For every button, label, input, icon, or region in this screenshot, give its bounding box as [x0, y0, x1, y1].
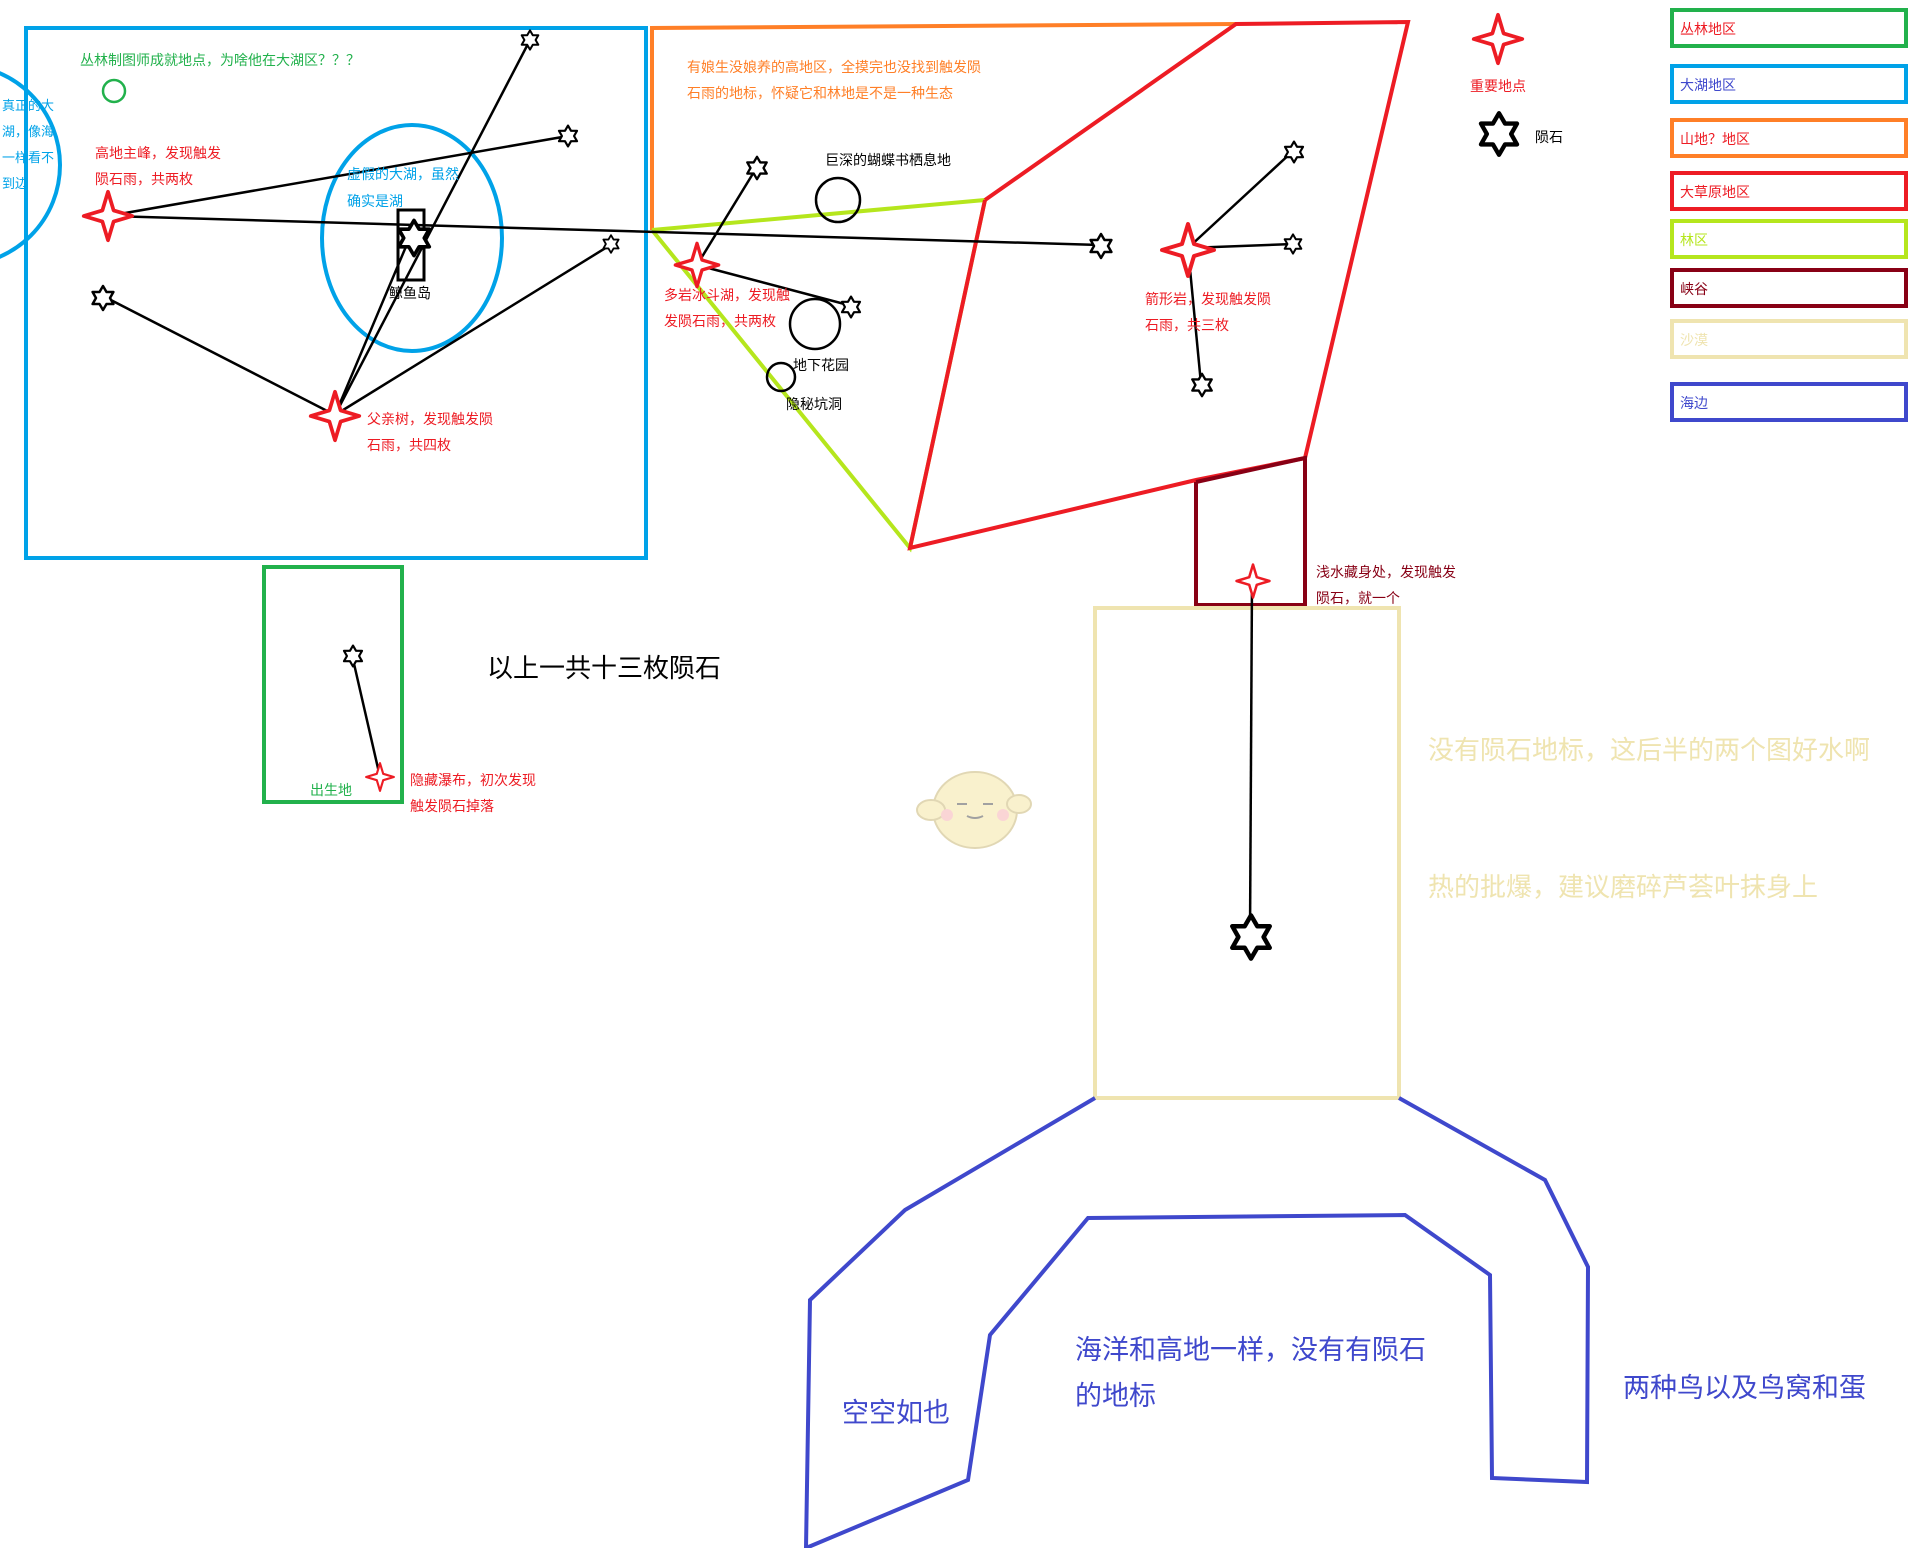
meteorite-star-icon: [1283, 140, 1305, 164]
legend-label: 大湖地区: [1680, 78, 1736, 94]
important-place-icon: [365, 762, 395, 792]
mapmaker-note: 丛林制图师成就地点，为啥他在大湖区？？？: [80, 53, 360, 69]
butterfly-circle: [814, 176, 862, 224]
desert-note-1: 没有陨石地标，这后半的两个图好水啊: [1428, 736, 1870, 766]
sea-region-border-outer: [804, 1096, 1097, 1548]
legend-important-label: 重要地点: [1470, 79, 1526, 95]
legend-meteorite-icon: [1481, 113, 1517, 155]
arrow-rock-note: 箭形岩，发现触发陨 石雨，共三枚: [1145, 291, 1271, 334]
svg-text:石雨的地标，怀疑它和林地是不是一种生态: 石雨的地标，怀疑它和林地是不是一种生态: [687, 85, 953, 102]
svg-text:石雨，共三枚: 石雨，共三枚: [1145, 318, 1229, 334]
highland-peak-note: 高地主峰，发现触发 陨石雨，共两枚: [95, 145, 221, 188]
legend-label: 沙漠: [1680, 333, 1708, 349]
meteor-lines: [102, 39, 1294, 936]
meteorite-star-icon: [342, 644, 364, 668]
important-place-icon: [1235, 563, 1271, 599]
svg-text:陨石，就一个: 陨石，就一个: [1316, 591, 1400, 607]
legend-meteorite-label: 陨石: [1535, 130, 1563, 146]
total-meteorites-label: 以上一共十三枚陨石: [487, 654, 721, 684]
legend-label: 丛林地区: [1680, 22, 1736, 38]
svg-text:湖，像海: 湖，像海: [2, 125, 54, 140]
mapmaker-circle: [101, 78, 127, 104]
meteorite-star-icon: [1283, 233, 1303, 255]
important-place-icon: [673, 241, 721, 289]
svg-text:箭形岩，发现触发陨: 箭形岩，发现触发陨: [1145, 291, 1271, 308]
svg-text:隐藏瀑布，初次发现: 隐藏瀑布，初次发现: [410, 772, 536, 789]
legend-box: [1670, 171, 1908, 211]
important-place-icon: [81, 189, 135, 243]
svg-text:一样看不: 一样看不: [2, 150, 54, 166]
meteorite-star-icon: [840, 295, 862, 319]
svg-text:的地标: 的地标: [1075, 1381, 1156, 1412]
true-lake-circle: [0, 71, 62, 259]
meteorite-star-icon: [1232, 915, 1269, 958]
svg-text:海洋和高地一样，没有有陨石: 海洋和高地一样，没有有陨石: [1075, 1335, 1426, 1366]
lake-region-border: [24, 26, 648, 560]
waterfall-note: 隐藏瀑布，初次发现 触发陨石掉落: [410, 772, 536, 815]
svg-text:父亲树，发现触发陨: 父亲树，发现触发陨: [367, 412, 493, 428]
prairie-region-border: [907, 19, 1411, 551]
garden-circle: [788, 297, 842, 351]
jungle-region-border: [262, 565, 404, 804]
desert-region-border: [1093, 606, 1401, 1100]
svg-text:陨石雨，共两枚: 陨石雨，共两枚: [95, 172, 193, 188]
birthplace-label: 出生地: [310, 783, 352, 799]
fake-lake-note: 虚假的大湖，虽然 确实是湖: [347, 166, 459, 210]
important-place-icon: [308, 389, 362, 443]
sea-empty-label: 空空如也: [842, 1398, 950, 1429]
meteorite-star-icon: [91, 284, 115, 312]
meteorite-star-icon: [602, 234, 620, 254]
legend-label: 海边: [1680, 396, 1708, 412]
svg-text:浅水藏身处，发现触发: 浅水藏身处，发现触发: [1316, 565, 1456, 581]
legend-box: [1670, 8, 1908, 48]
legend-box: [1670, 118, 1908, 158]
legend-label: 山地？地区: [1680, 132, 1750, 148]
sea-region-border-inner: [805, 1096, 1591, 1548]
svg-text:石雨，共四枚: 石雨，共四枚: [367, 438, 451, 454]
mountain-note: 有娘生没娘养的高地区，全摸完也没找到触发陨 石雨的地标，怀疑它和林地是不是一种生…: [687, 59, 981, 102]
whale-island-label: 鲸鱼岛: [389, 285, 431, 302]
svg-text:有娘生没娘养的高地区，全摸完也没找到触发陨: 有娘生没娘养的高地区，全摸完也没找到触发陨: [687, 59, 981, 76]
sea-birds-label: 两种鸟以及鸟窝和蛋: [1623, 1373, 1866, 1404]
legend-box: [1670, 64, 1908, 104]
legend-box: [1670, 382, 1908, 422]
fake-lake-ellipse: [320, 123, 504, 353]
shallow-hide-note: 浅水藏身处，发现触发 陨石，就一个: [1316, 565, 1456, 607]
rock-funnel-note: 多岩冰斗湖，发现触 发陨石雨，共两枚: [664, 287, 790, 330]
svg-text:真正的大: 真正的大: [2, 98, 54, 114]
svg-text:多岩冰斗湖，发现触: 多岩冰斗湖，发现触: [664, 287, 790, 304]
svg-text:高地主峰，发现触发: 高地主峰，发现触发: [95, 145, 221, 162]
butterfly-label: 巨深的蝴蝶书栖息地: [825, 152, 951, 169]
true-lake-note: 真正的大 湖，像海 一样看不 到边: [2, 98, 54, 192]
legend-box: [1670, 319, 1908, 359]
forest-region-border: [650, 197, 988, 553]
legend-box: [1670, 219, 1908, 259]
legend-important-icon: [1471, 12, 1525, 66]
meteorite-star-icon: [557, 124, 579, 148]
mascot-icon: [916, 771, 1032, 849]
pit-circle: [765, 361, 797, 393]
legend-box: [1670, 268, 1908, 308]
svg-text:虚假的大湖，虽然: 虚假的大湖，虽然: [347, 166, 459, 183]
legend-label: 峡谷: [1680, 282, 1708, 298]
meteorite-star-icon: [1191, 372, 1213, 398]
svg-text:触发陨石掉落: 触发陨石掉落: [410, 799, 494, 815]
svg-text:发陨石雨，共两枚: 发陨石雨，共两枚: [664, 314, 776, 330]
desert-note-2: 热的批爆，建议磨碎芦荟叶抹身上: [1428, 873, 1818, 903]
canyon-region-border: [1194, 455, 1307, 607]
mountain-region-border: [650, 22, 1237, 230]
legend-label: 大草原地区: [1680, 185, 1750, 201]
meteorite-star-icon: [520, 29, 540, 51]
underground-garden-label: 地下花园: [793, 358, 849, 374]
svg-text:到边: 到边: [2, 177, 28, 192]
sea-note: 海洋和高地一样，没有有陨石 的地标: [1075, 1335, 1426, 1412]
hidden-pit-label: 隐秘坑洞: [786, 397, 842, 413]
svg-text:确实是湖: 确实是湖: [347, 194, 403, 210]
meteorite-star-icon: [1089, 232, 1113, 260]
legend-label: 林区: [1680, 233, 1708, 249]
father-tree-note: 父亲树，发现触发陨 石雨，共四枚: [367, 412, 493, 454]
